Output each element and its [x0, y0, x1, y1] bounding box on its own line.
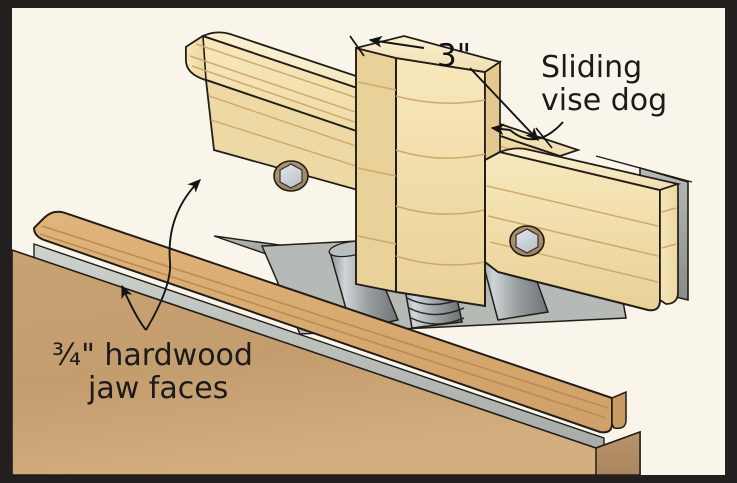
jaw-callout-line1: ¾" hardwood [52, 338, 253, 373]
dimension-tick-left [349, 35, 365, 57]
bench-top-corner [595, 430, 641, 475]
dimension-arrow-left [368, 35, 425, 49]
right-plate-top [595, 155, 693, 183]
jaw-callout-arrow-rear [168, 179, 201, 263]
front-jaw-face [32, 210, 613, 434]
hex-bolt-rear [273, 160, 309, 192]
jaw-callout-arrow-front [121, 284, 147, 331]
hex-head-front [515, 228, 539, 254]
jaw-faces-callout: ¾" hardwood jaw faces [52, 179, 253, 406]
dog-left-face [355, 46, 397, 294]
dog-callout-leader [490, 121, 564, 141]
jaw-callout-stem [145, 261, 172, 331]
sliding-vise-dog [355, 35, 503, 308]
right-jaw-top-face [496, 147, 682, 191]
right-jaw-right-end [659, 182, 679, 305]
right-jaw-block [484, 147, 682, 312]
dog-right-face [484, 60, 501, 162]
hex-bolt-front [509, 225, 545, 257]
dog-width-dimension: 3" [349, 35, 553, 149]
bench-top [12, 210, 641, 475]
sliding-vise-dog-callout: Sliding vise dog [490, 50, 667, 141]
hex-head-rear [279, 163, 303, 189]
front-jaw-face-grain [39, 225, 609, 419]
dog-grain [357, 81, 486, 266]
front-jaw-right-end [611, 390, 627, 430]
dog-callout-line1: Sliding [541, 50, 642, 85]
jaw-callout-line2: jaw faces [87, 371, 228, 406]
dimension-arrow-right [469, 67, 539, 141]
dog-callout-line2: vise dog [541, 83, 667, 118]
dog-front-face [395, 56, 486, 308]
dimension-value: 3" [437, 38, 471, 74]
